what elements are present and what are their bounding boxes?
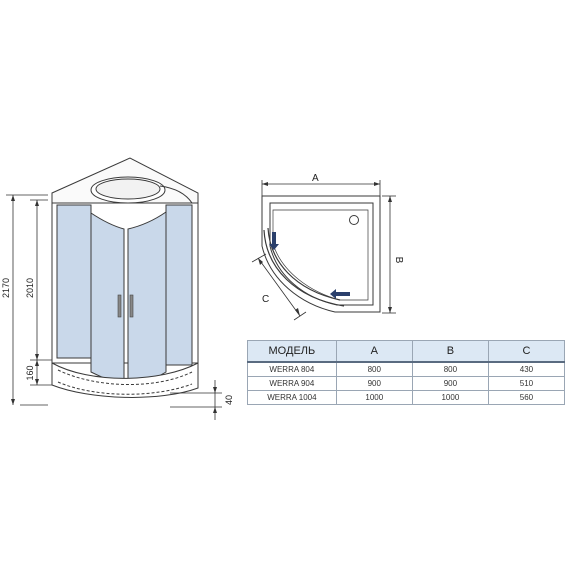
cell-model: WERRA 1004 bbox=[247, 390, 337, 405]
height-total-label: 2170 bbox=[1, 278, 11, 298]
cell-model: WERRA 804 bbox=[247, 361, 337, 377]
label-b: B bbox=[393, 257, 404, 264]
header-b: B bbox=[411, 340, 489, 363]
cell-a: 800 bbox=[335, 361, 413, 377]
cell-b: 800 bbox=[411, 361, 489, 377]
height-tray-label: 160 bbox=[25, 365, 35, 380]
dimension-c-ticks bbox=[258, 258, 300, 316]
dimension-ticks bbox=[11, 195, 39, 405]
cabin-roof bbox=[51, 157, 199, 204]
dimension-b-ticks bbox=[388, 196, 392, 313]
door-handles bbox=[117, 294, 134, 318]
dimension-a bbox=[261, 180, 381, 198]
label-a: A bbox=[312, 173, 319, 184]
spec-table: МОДЕЛЬ A B C WERRA 804 800 800 430 WERRA… bbox=[247, 340, 566, 405]
header-c: C bbox=[487, 340, 566, 363]
table-row: WERRA 1004 1000 1000 560 bbox=[247, 390, 566, 405]
door-direction-arrows bbox=[269, 232, 350, 299]
cell-c: 430 bbox=[487, 361, 566, 377]
label-c: C bbox=[262, 294, 269, 305]
cell-b: 1000 bbox=[411, 390, 489, 405]
cell-a: 900 bbox=[335, 376, 413, 391]
drain-icon bbox=[349, 215, 359, 225]
header-model: МОДЕЛЬ bbox=[247, 340, 337, 363]
step-dimension-ticks bbox=[213, 387, 217, 413]
door-arcs bbox=[263, 227, 345, 307]
top-view-drawing: A B C bbox=[251, 173, 404, 321]
spec-table-header: МОДЕЛЬ A B C bbox=[247, 340, 566, 363]
height-panel-label: 2010 bbox=[25, 278, 35, 298]
cell-model: WERRA 904 bbox=[247, 376, 337, 391]
dimension-a-ticks bbox=[262, 182, 380, 186]
cell-c: 510 bbox=[487, 376, 566, 391]
front-view-drawing: 2170 2010 160 40 bbox=[1, 157, 234, 420]
cell-b: 900 bbox=[411, 376, 489, 391]
tray-step-label: 40 bbox=[224, 395, 234, 405]
table-row: WERRA 804 800 800 430 bbox=[247, 361, 566, 377]
cabin-glass bbox=[51, 202, 199, 387]
arrow-bottom-door bbox=[330, 289, 350, 299]
cell-c: 560 bbox=[487, 390, 566, 405]
cell-a: 1000 bbox=[335, 390, 413, 405]
cabin-tray bbox=[51, 362, 199, 398]
header-a: A bbox=[335, 340, 413, 363]
arrow-left-door bbox=[269, 232, 279, 250]
table-row: WERRA 904 900 900 510 bbox=[247, 376, 566, 391]
step-dimension bbox=[170, 380, 222, 420]
dimension-b bbox=[382, 195, 396, 314]
